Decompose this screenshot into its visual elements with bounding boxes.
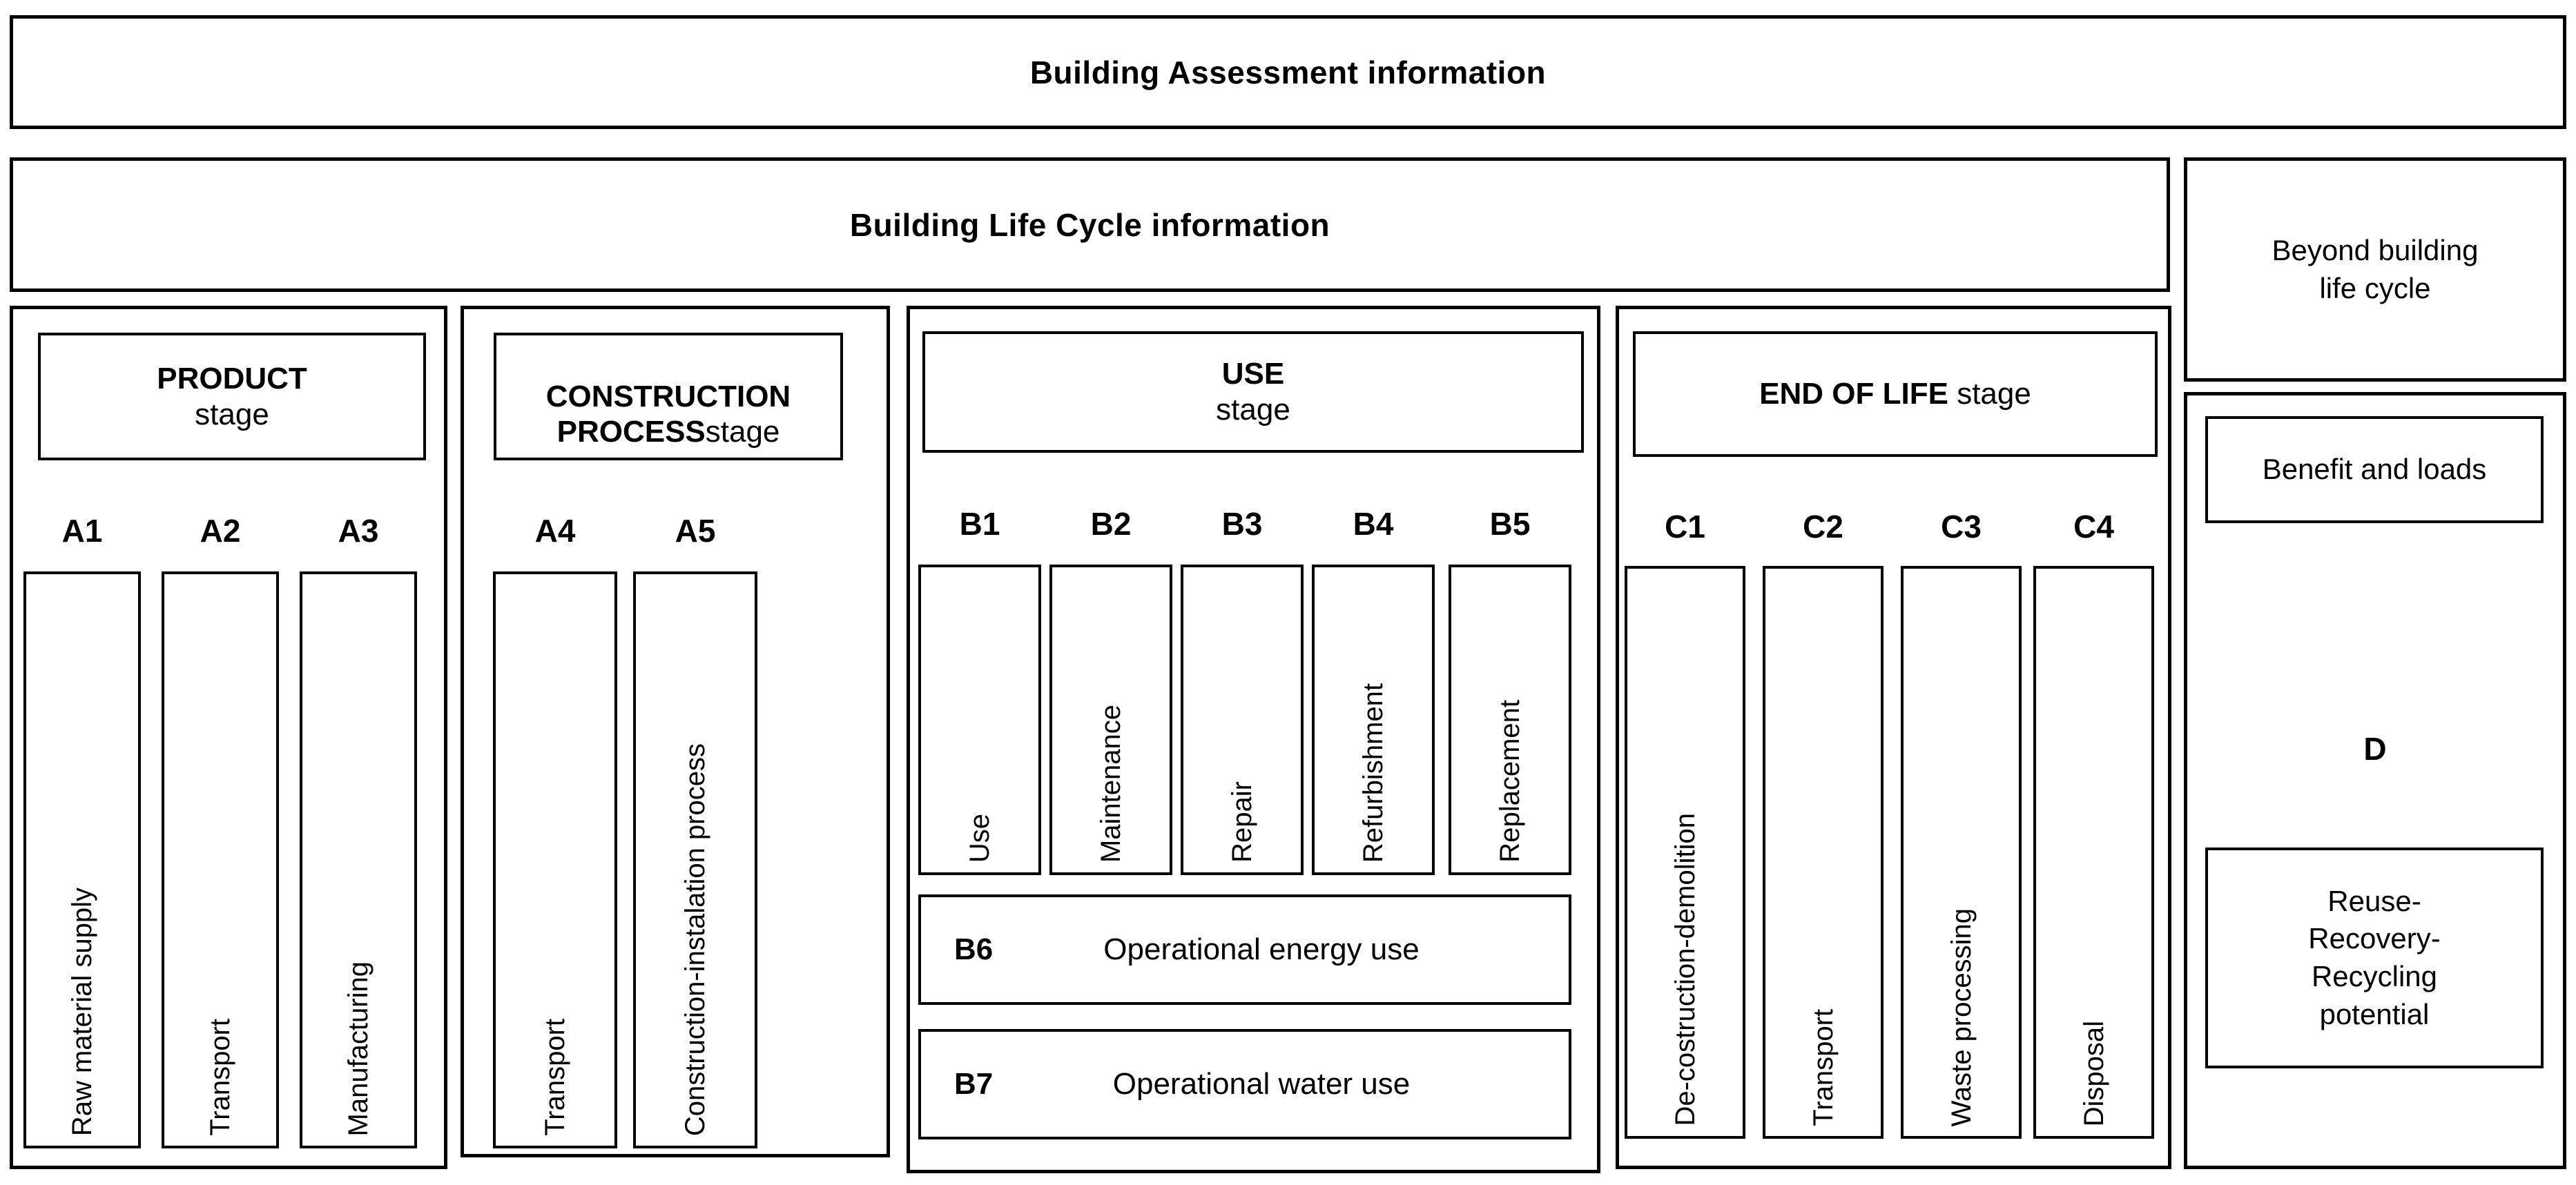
end-of-life-stage-title-strong: END OF LIFE <box>1759 377 1948 411</box>
module-column-a2: Transport <box>162 571 279 1148</box>
construction-stage-title-strong: CONSTRUCTION PROCESS <box>545 379 791 449</box>
building-assessment-banner: Building Assessment information <box>10 15 2566 129</box>
module-label-b1: Use <box>965 813 995 863</box>
module-label-b5: Replacement <box>1495 700 1525 863</box>
module-code-b3: B3 <box>1221 506 1263 542</box>
building-life-cycle-banner: Building Life Cycle information <box>10 157 2170 292</box>
module-column-b3: Repair <box>1181 565 1304 875</box>
end-of-life-stage-group: END OF LIFE stage C1 C2 C3 C4 De-costruc… <box>1616 306 2171 1169</box>
module-label-b6: Operational energy use <box>1103 932 1420 966</box>
module-row-b6: B6 Operational energy use <box>918 894 1571 1005</box>
module-code-a4: A4 <box>534 513 576 549</box>
module-code-a3: A3 <box>338 513 379 549</box>
module-label-c3: Waste processing <box>1946 908 1977 1126</box>
module-label-b4: Refurbishment <box>1358 683 1388 863</box>
module-code-a2: A2 <box>200 513 241 549</box>
module-column-a5: Construction-instalation process <box>633 571 757 1148</box>
module-column-c2: Transport <box>1763 566 1883 1139</box>
benefit-and-loads-label: Benefit and loads <box>2262 453 2487 486</box>
module-column-c4: Disposal <box>2033 566 2154 1139</box>
module-label-a1: Raw material supply <box>67 887 97 1136</box>
beyond-building-life-cycle-panel: Beyond building life cycle <box>2184 157 2566 382</box>
module-code-c2: C2 <box>1803 509 1843 545</box>
module-column-b5: Replacement <box>1449 565 1571 875</box>
end-of-life-stage-title-light: stage <box>1957 377 2031 411</box>
module-label-a5: Construction-instalation process <box>680 743 710 1136</box>
construction-process-stage-group: CONSTRUCTION PROCESSstage A4 A5 Transpor… <box>461 306 890 1157</box>
module-label-a3: Manufacturing <box>343 961 374 1136</box>
module-code-b5: B5 <box>1489 506 1531 542</box>
module-column-c1: De-costruction-demolition <box>1625 566 1745 1139</box>
use-stage-title-box: USE stage <box>922 331 1584 453</box>
end-of-life-stage-title-box: END OF LIFE stage <box>1633 331 2158 457</box>
module-code-b2: B2 <box>1090 506 1132 542</box>
module-code-a5: A5 <box>675 513 716 549</box>
module-label-c4: Disposal <box>2078 1020 2109 1126</box>
module-column-a4: Transport <box>493 571 617 1148</box>
module-code-b4: B4 <box>1353 506 1394 542</box>
reuse-recovery-recycling-box: Reuse- Recovery- Recycling potential <box>2205 848 2544 1068</box>
module-label-b3: Repair <box>1227 781 1257 863</box>
building-assessment-banner-label: Building Assessment information <box>1029 54 1547 90</box>
module-column-a1: Raw material supply <box>23 571 141 1148</box>
module-label-b2: Maintenance <box>1096 704 1126 863</box>
product-stage-title-strong: PRODUCT <box>157 361 307 395</box>
product-stage-title-light: stage <box>195 397 269 431</box>
module-label-a2: Transport <box>205 1019 235 1136</box>
module-label-b7: Operational water use <box>1112 1067 1411 1101</box>
module-column-b1: Use <box>918 565 1041 875</box>
module-d-panel: Benefit and loads D Reuse- Recovery- Rec… <box>2184 392 2566 1169</box>
module-label-a4: Transport <box>540 1019 570 1136</box>
module-column-a3: Manufacturing <box>300 571 417 1148</box>
construction-stage-title-box: CONSTRUCTION PROCESSstage <box>494 333 843 460</box>
product-stage-title-box: PRODUCT stage <box>38 333 426 460</box>
module-code-b6: B6 <box>954 932 994 966</box>
module-code-b7: B7 <box>954 1067 994 1101</box>
module-code-c3: C3 <box>1941 509 1982 545</box>
module-code-d: D <box>2363 731 2387 767</box>
product-stage-group: PRODUCT stage A1 A2 A3 Raw material supp… <box>10 306 447 1169</box>
use-stage-title-light: stage <box>1216 393 1290 427</box>
benefit-and-loads-box: Benefit and loads <box>2205 416 2544 523</box>
beyond-building-life-cycle-label: Beyond building life cycle <box>2272 233 2479 304</box>
construction-stage-title-light: stage <box>705 415 780 449</box>
module-column-b4: Refurbishment <box>1312 565 1435 875</box>
module-code-a1: A1 <box>61 513 103 549</box>
use-stage-group: USE stage B1 B2 B3 B4 B5 Use Maintenance… <box>907 306 1600 1173</box>
building-life-cycle-banner-label: Building Life Cycle information <box>849 206 1330 243</box>
module-label-c2: Transport <box>1808 1009 1839 1126</box>
module-code-c1: C1 <box>1665 509 1705 545</box>
module-column-c3: Waste processing <box>1901 566 2022 1139</box>
module-code-b1: B1 <box>959 506 1000 542</box>
module-label-c1: De-costruction-demolition <box>1669 813 1701 1126</box>
reuse-recovery-recycling-label: Reuse- Recovery- Recycling potential <box>2308 884 2441 1030</box>
module-column-b2: Maintenance <box>1049 565 1172 875</box>
module-code-c4: C4 <box>2073 509 2114 545</box>
module-row-b7: B7 Operational water use <box>918 1029 1571 1139</box>
use-stage-title-strong: USE <box>1221 357 1285 391</box>
